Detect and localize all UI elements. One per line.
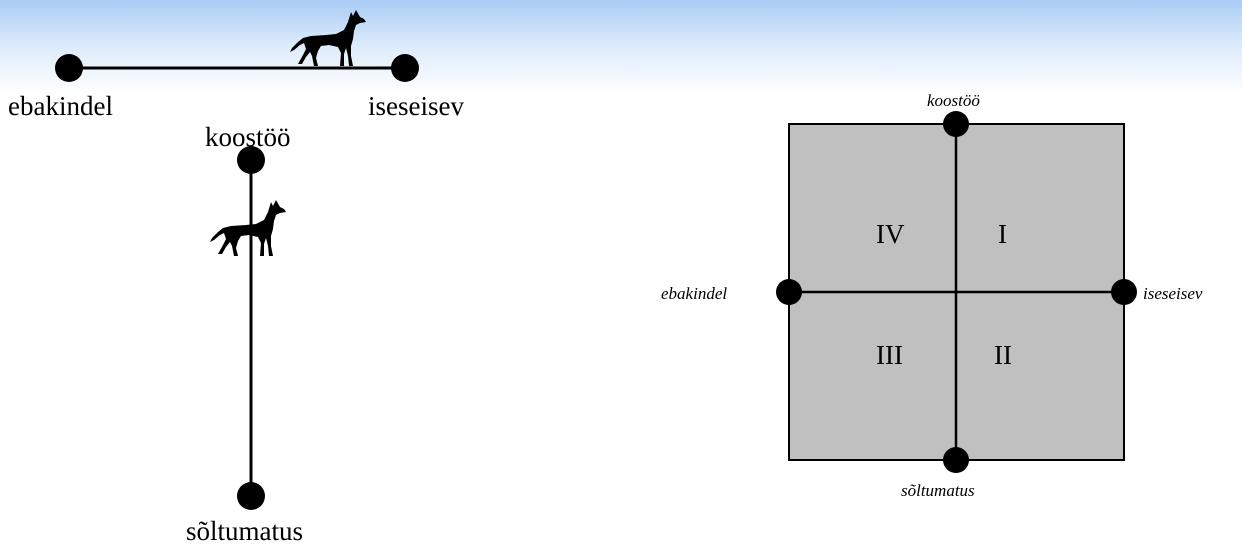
vertical-top-dot	[237, 146, 265, 174]
quadrant-label-iv: IV	[876, 219, 905, 249]
quadrant-label-iii: III	[876, 340, 903, 370]
quadrant-right-label: iseseisev	[1143, 284, 1203, 303]
vertical-bottom-dot	[237, 482, 265, 510]
quadrant-left-label: ebakindel	[661, 284, 728, 303]
vertical-bottom-label: sõltumatus	[186, 516, 304, 546]
quadrant-right-dot	[1111, 279, 1137, 305]
dog-silhouette-icon	[210, 200, 286, 256]
horizontal-right-dot	[391, 54, 419, 82]
quadrant-top-dot	[943, 111, 969, 137]
quadrant-bottom-label: sõltumatus	[901, 481, 975, 500]
quadrant-diagram	[776, 111, 1137, 473]
quadrant-label-ii: II	[994, 340, 1012, 370]
vertical-scale	[210, 146, 286, 510]
horizontal-left-dot	[55, 54, 83, 82]
dog-silhouette-icon	[290, 10, 366, 66]
quadrant-top-label: koostöö	[927, 91, 980, 110]
horizontal-left-label: ebakindel	[8, 91, 113, 121]
vertical-top-label: koostöö	[205, 122, 291, 152]
quadrant-left-dot	[776, 279, 802, 305]
quadrant-bottom-dot	[943, 447, 969, 473]
quadrant-label-i: I	[998, 219, 1007, 249]
horizontal-scale	[55, 10, 419, 82]
horizontal-right-label: iseseisev	[368, 91, 464, 121]
